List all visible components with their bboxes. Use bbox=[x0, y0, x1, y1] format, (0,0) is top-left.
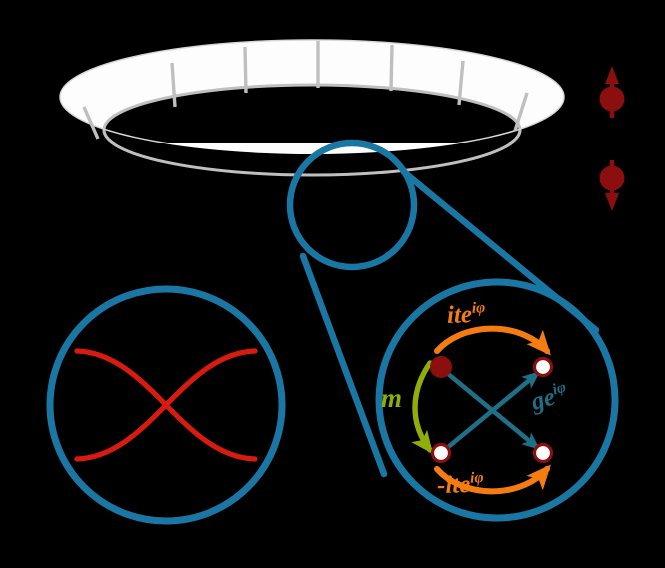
ring-divider bbox=[243, 46, 248, 94]
magnifier-tangent-left bbox=[299, 252, 388, 478]
hopping-top-base: ite bbox=[446, 301, 473, 329]
ring-divider bbox=[389, 44, 394, 92]
ring-divider bbox=[170, 62, 177, 108]
magnifier-callout bbox=[286, 139, 600, 478]
band-curve-ascending bbox=[74, 348, 258, 462]
ring-divider bbox=[457, 60, 465, 106]
hopping-arc-bottom[interactable] bbox=[434, 464, 551, 495]
mass-base: m bbox=[381, 383, 403, 413]
hopping-top-label: iteiφ bbox=[446, 299, 486, 330]
hopping-bottom-exponent: iφ bbox=[469, 469, 484, 487]
site-top-right[interactable] bbox=[532, 356, 554, 378]
lattice-ring bbox=[59, 39, 565, 177]
unit-cell-sites bbox=[430, 356, 554, 464]
coupling-arrow-down[interactable] bbox=[444, 370, 541, 451]
spin-down-icon bbox=[599, 160, 625, 211]
ring-divider bbox=[513, 92, 529, 132]
band-inset-outline bbox=[46, 285, 286, 525]
site-bottom-left[interactable] bbox=[430, 442, 452, 464]
site-top-left[interactable] bbox=[430, 356, 452, 378]
mass-label: m bbox=[381, 383, 402, 414]
hopping-arc-top[interactable] bbox=[434, 325, 551, 356]
site-bottom-right[interactable] bbox=[532, 442, 554, 464]
hopping-top-exponent: iφ bbox=[471, 299, 486, 317]
band-structure-inset bbox=[46, 285, 286, 525]
ring-divider bbox=[82, 106, 100, 140]
spin-up-icon bbox=[599, 66, 625, 118]
ring-inner-rim bbox=[102, 129, 522, 177]
ring-cell-dividers bbox=[82, 41, 529, 140]
mass-arc[interactable] bbox=[411, 360, 434, 454]
hopping-bottom-base: -ite bbox=[436, 470, 471, 500]
unit-cell-inset bbox=[375, 278, 619, 522]
magnifier-lens bbox=[286, 139, 418, 271]
spin-symbols bbox=[599, 66, 625, 211]
unit-cell-outline bbox=[375, 278, 619, 522]
hopping-bottom-label: -iteiφ bbox=[437, 469, 485, 500]
